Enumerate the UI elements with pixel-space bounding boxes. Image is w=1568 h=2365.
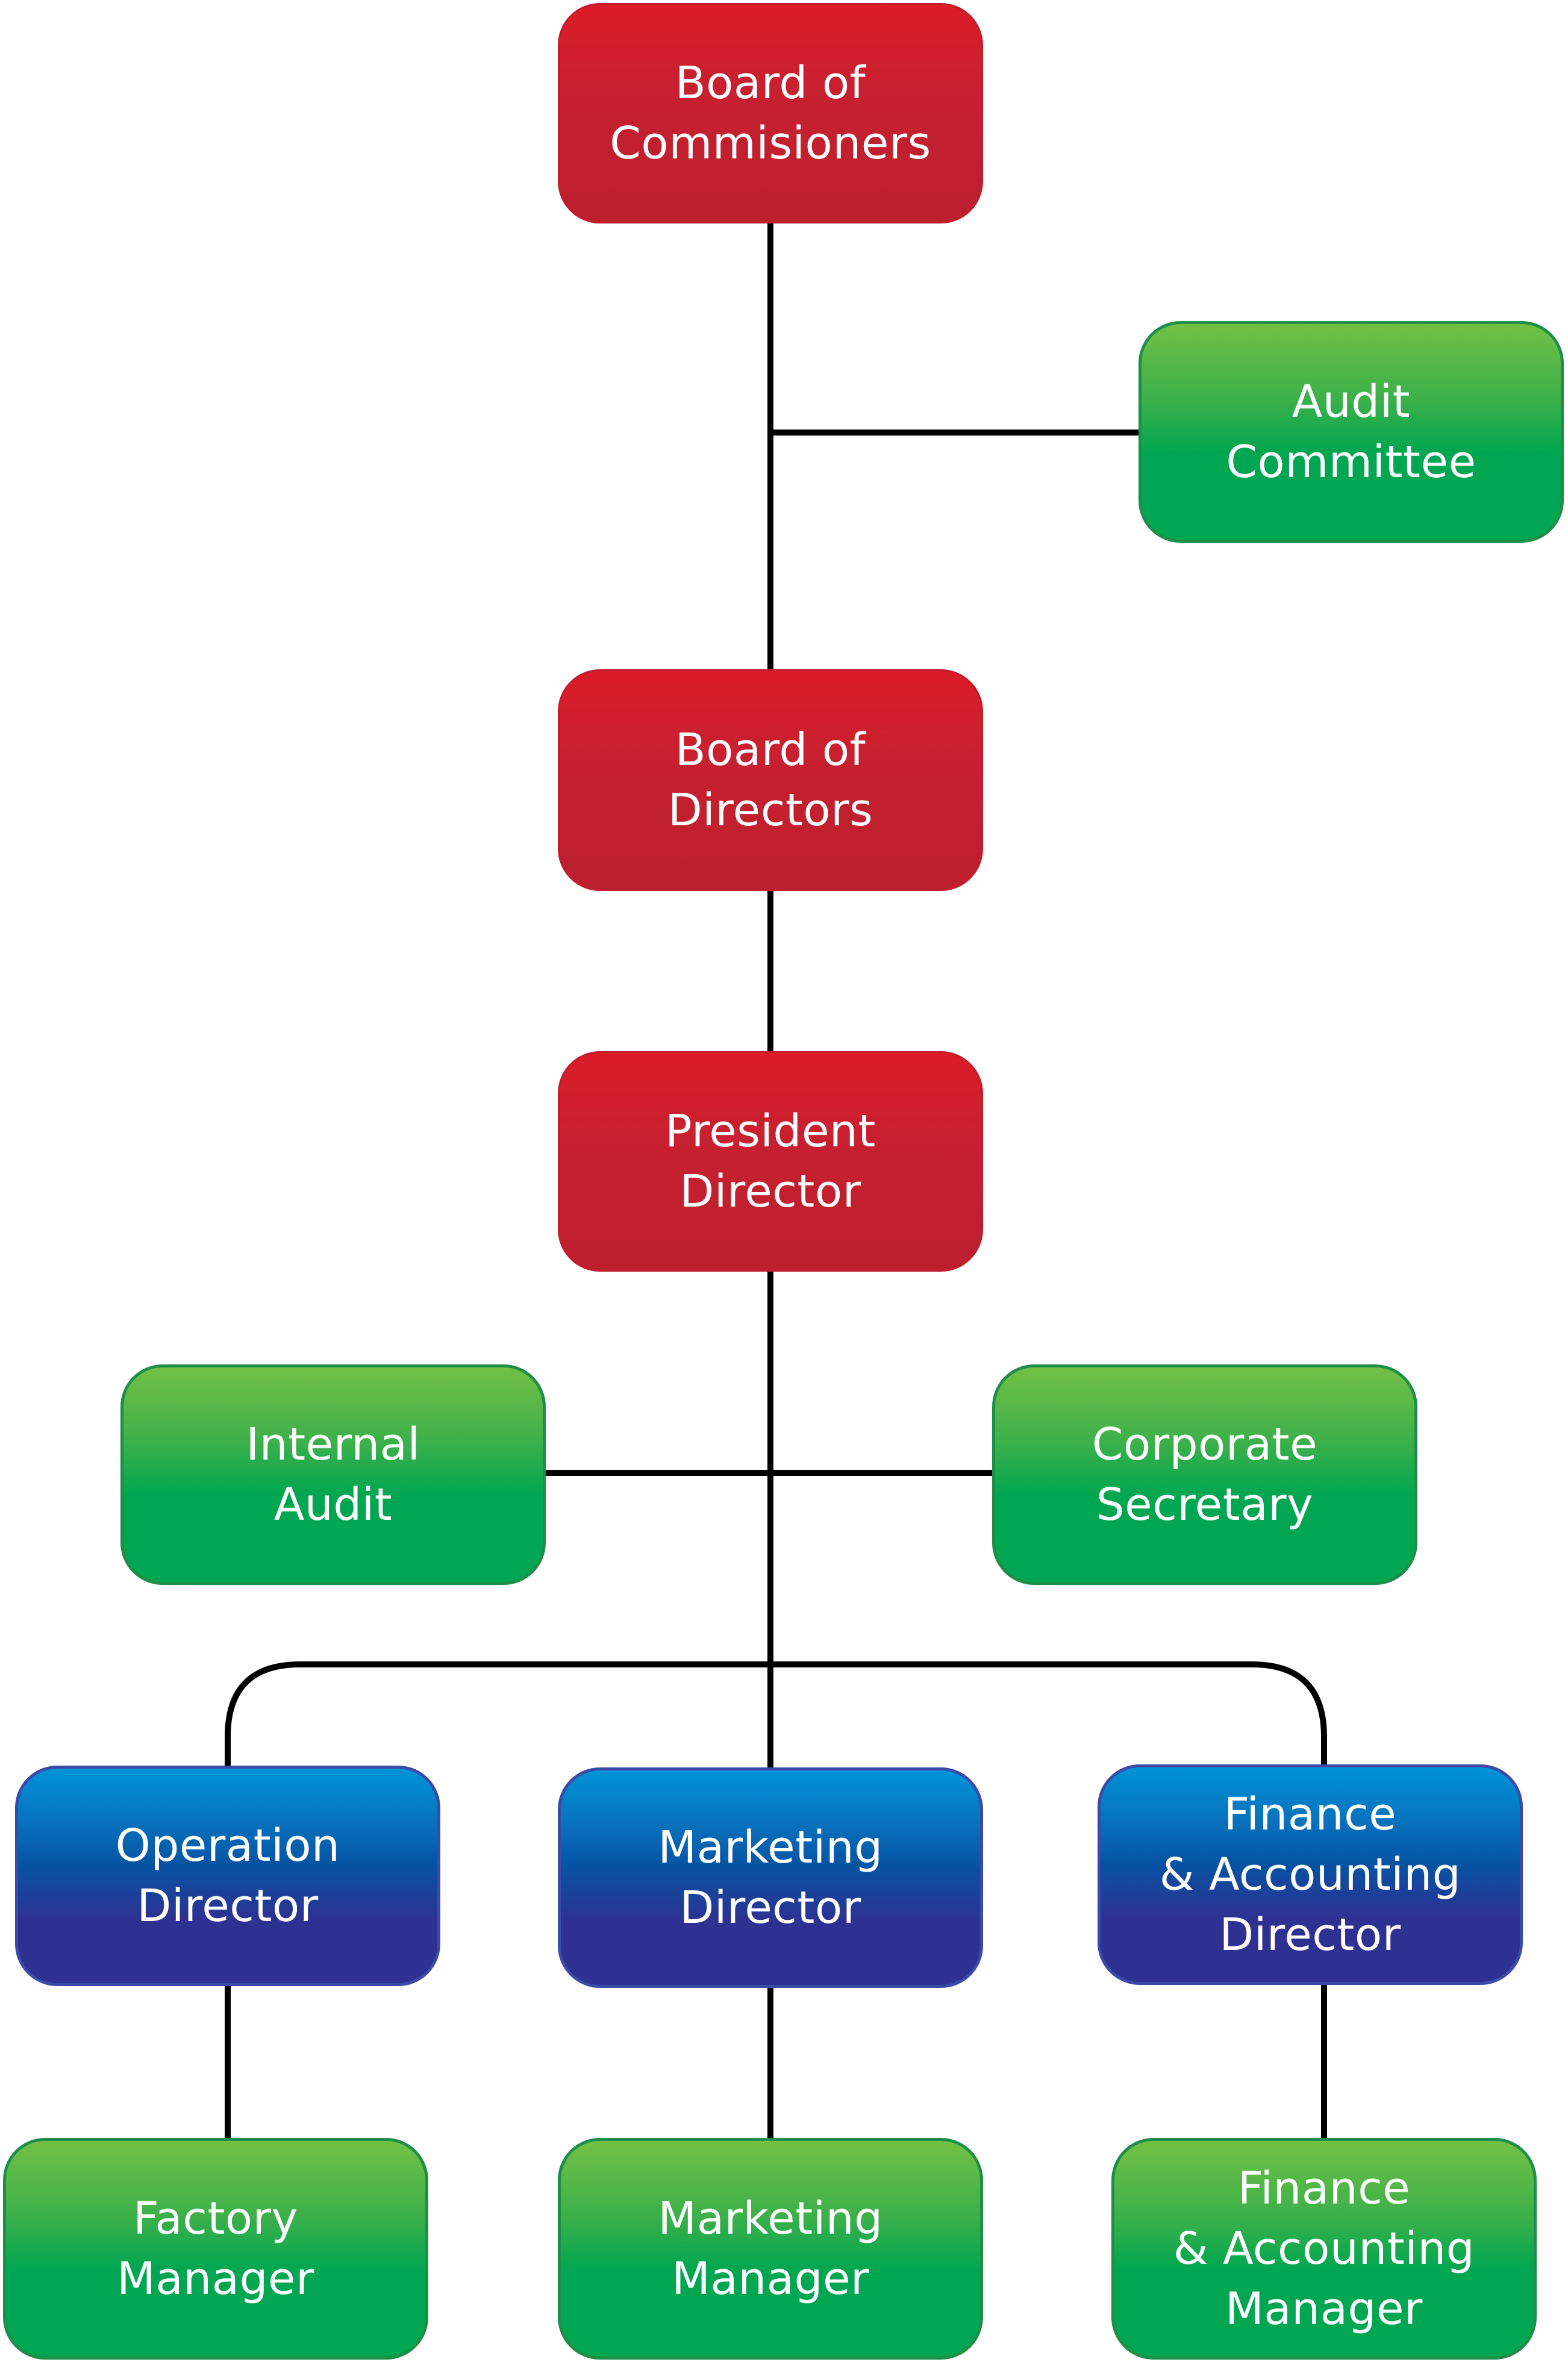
node-label: Board of Directors	[667, 724, 873, 836]
node-label: Factory Manager	[117, 2193, 314, 2305]
node-label: Internal Audit	[246, 1419, 420, 1531]
node-label: Board of Commisioners	[610, 57, 931, 169]
edge-president-to-finance-director	[770, 1661, 1327, 1764]
node-operation-director: Operation Director	[15, 1766, 440, 1986]
node-label: Finance & Accounting Manager	[1173, 2163, 1475, 2335]
node-label: Audit Committee	[1226, 376, 1476, 488]
node-label: Marketing Director	[658, 1822, 883, 1934]
node-marketing-manager: Marketing Manager	[558, 2138, 983, 2360]
node-factory-manager: Factory Manager	[3, 2138, 428, 2360]
node-finance-accounting-director: Finance & Accounting Director	[1098, 1764, 1523, 1985]
node-label: Marketing Manager	[658, 2193, 883, 2305]
edge-president-to-operation-director	[225, 1661, 770, 1766]
node-internal-audit: Internal Audit	[120, 1364, 546, 1585]
node-board-of-directors: Board of Directors	[558, 669, 983, 891]
node-label: President Director	[665, 1105, 876, 1217]
node-audit-committee: Audit Committee	[1139, 321, 1564, 543]
node-label: Operation Director	[115, 1820, 340, 1932]
node-corporate-secretary: Corporate Secretary	[992, 1364, 1417, 1585]
node-president-director: President Director	[558, 1051, 983, 1272]
node-label: Corporate Secretary	[1092, 1419, 1318, 1531]
node-label: Finance & Accounting Director	[1159, 1789, 1461, 1961]
node-board-of-commisioners: Board of Commisioners	[558, 3, 983, 223]
node-marketing-director: Marketing Director	[558, 1767, 983, 1988]
node-finance-accounting-manager: Finance & Accounting Manager	[1111, 2138, 1537, 2360]
